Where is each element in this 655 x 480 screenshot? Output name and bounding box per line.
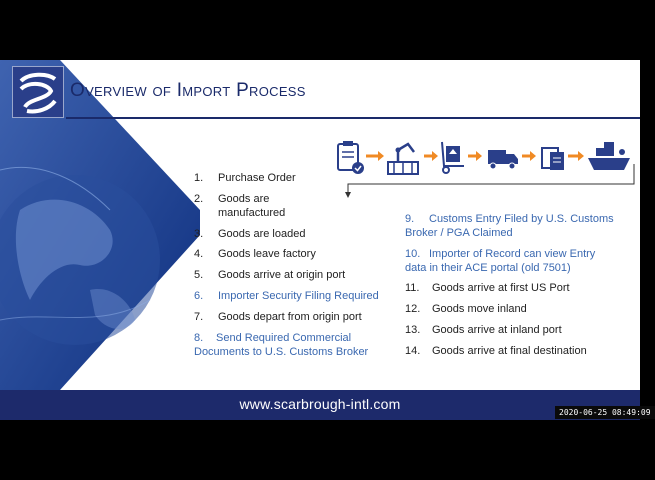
- clipboard-check-icon: [337, 141, 364, 174]
- list-item: 13.Goods arrive at inland port: [405, 324, 562, 336]
- document-box-icon: [541, 147, 564, 170]
- list-item: 6.Importer Security Filing Required: [194, 290, 379, 302]
- list-item: 4.Goods leave factory: [194, 248, 316, 260]
- list-item: 12.Goods move inland: [405, 303, 527, 315]
- delivery-truck-icon: [488, 150, 518, 170]
- list-item: 8.Send Required Commercial Documents to …: [194, 332, 369, 358]
- title-divider: [66, 117, 640, 119]
- list-item: 9.Customs Entry Filed by U.S. Customs Br…: [405, 213, 614, 239]
- slide-footer: www.scarbrough-intl.com: [0, 390, 640, 420]
- hand-truck-icon: [441, 141, 464, 174]
- list-item: 11.Goods arrive at first US Port: [405, 282, 570, 294]
- arrow-2-icon: [424, 151, 438, 161]
- list-item: 10.Importer of Record can view Entry dat…: [405, 248, 596, 274]
- arrow-3-icon: [468, 151, 482, 161]
- cargo-ship-icon: [588, 142, 630, 170]
- list-item: 2.Goods are manufactured: [194, 193, 286, 219]
- presentation-slide: Overview of Import Process: [0, 60, 655, 420]
- list-item: 3.Goods are loaded: [194, 228, 306, 240]
- process-flow-diagram: [337, 141, 635, 198]
- list-item: 5.Goods arrive at origin port: [194, 269, 346, 281]
- scarbrough-logo: [12, 66, 64, 118]
- arrow-1-icon: [366, 151, 384, 161]
- list-item: 1.Purchase Order: [194, 172, 296, 184]
- flow-return-arrow-icon: [345, 164, 635, 198]
- list-item: 7.Goods depart from origin port: [194, 311, 362, 323]
- globe-background-art: [0, 60, 200, 390]
- slide-title: Overview of Import Process: [70, 80, 306, 101]
- arrow-5-icon: [568, 151, 584, 161]
- arrow-4-icon: [522, 151, 536, 161]
- video-timestamp: 2020-06-25 08:49:09: [555, 406, 655, 419]
- footer-url: www.scarbrough-intl.com: [239, 396, 401, 412]
- list-item: 14.Goods arrive at final destination: [405, 345, 587, 357]
- factory-robot-icon: [387, 142, 419, 175]
